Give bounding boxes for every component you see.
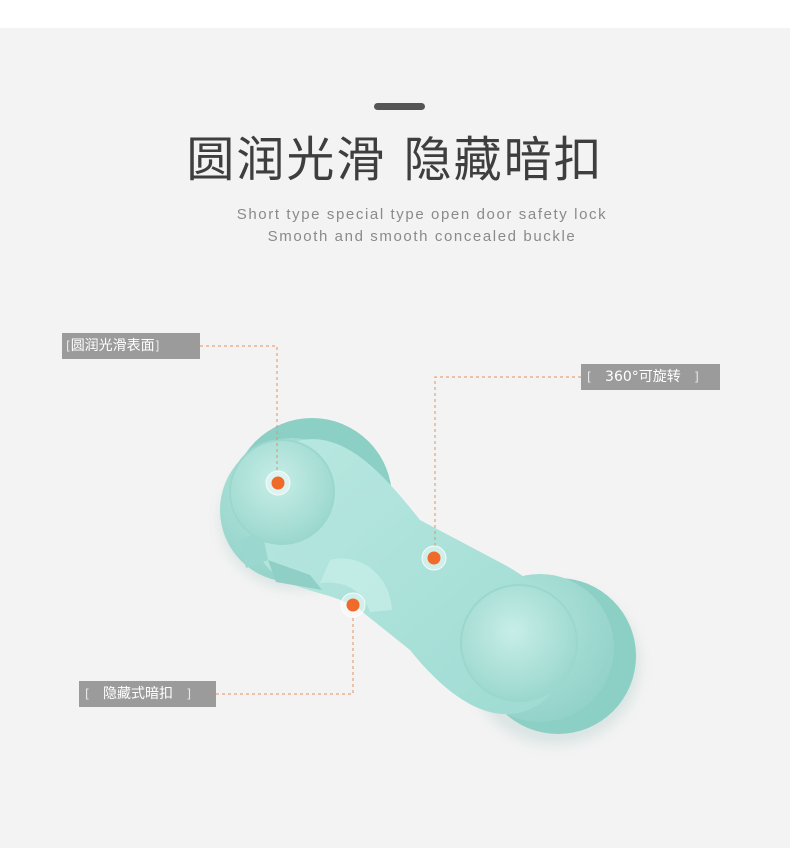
right-knob xyxy=(460,584,578,702)
bracket-close: ] xyxy=(186,687,192,701)
bracket-open: [ xyxy=(587,370,592,384)
callout-rotate: [ 360°可旋转 ] xyxy=(581,364,720,390)
bracket-close: ] xyxy=(694,370,699,384)
left-knob xyxy=(229,439,335,545)
bracket-close: ] xyxy=(154,339,160,353)
marker-rotate xyxy=(421,545,447,571)
marker-surface xyxy=(265,470,291,496)
callout-buckle-text: 隐藏式暗扣 xyxy=(103,686,174,702)
page-title: 圆润光滑 隐藏暗扣 xyxy=(186,132,604,188)
callout-surface: [圆润光滑表面] xyxy=(62,333,200,359)
top-band xyxy=(0,0,790,28)
bracket-open: [ xyxy=(66,339,71,353)
leader-line-buckle xyxy=(216,616,354,695)
subtitle-line-2: Smooth and smooth concealed buckle xyxy=(267,228,577,245)
strap-highlight xyxy=(320,558,392,612)
callout-rotate-text: 360°可旋转 xyxy=(605,369,681,385)
bracket-open: [ xyxy=(85,687,90,701)
callout-buckle: [ 隐藏式暗扣 ] xyxy=(79,681,216,707)
callout-surface-text: 圆润光滑表面 xyxy=(70,338,155,354)
leader-line-surface xyxy=(200,345,278,470)
subtitle-line-1: Short type special type open door safety… xyxy=(236,206,608,223)
accent-bar xyxy=(374,103,425,110)
leader-line-rotate xyxy=(434,376,581,546)
marker-buckle xyxy=(340,592,366,618)
